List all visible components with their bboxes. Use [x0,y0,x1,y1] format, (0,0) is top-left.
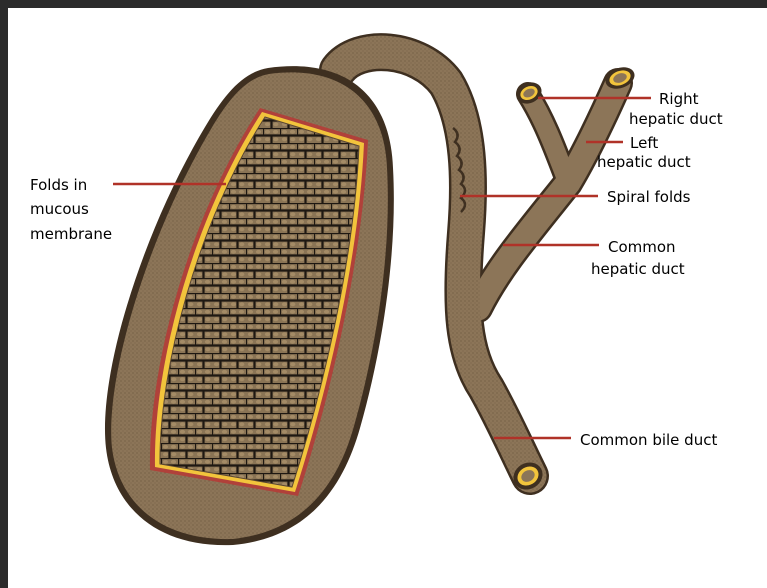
label-left-hepatic-line2: hepatic duct [597,153,691,171]
label-right-hepatic-line1: Right [659,90,699,108]
label-folds-line3: membrane [30,225,112,243]
label-common-bile-duct: Common bile duct [580,431,717,449]
label-right-hepatic-line2: hepatic duct [629,110,723,128]
diagram-frame: Folds in mucous membrane Right hepatic d… [8,8,767,588]
label-common-hepatic-line2: hepatic duct [591,260,685,278]
label-common-hepatic-line1: Common [608,238,676,256]
label-spiral-folds: Spiral folds [607,188,691,206]
label-left-hepatic-line1: Left [630,134,658,152]
label-folds-line1: Folds in [30,176,87,194]
label-folds-line2: mucous [30,200,89,218]
gallbladder-diagram: Folds in mucous membrane Right hepatic d… [8,8,767,588]
gallbladder [105,66,394,545]
